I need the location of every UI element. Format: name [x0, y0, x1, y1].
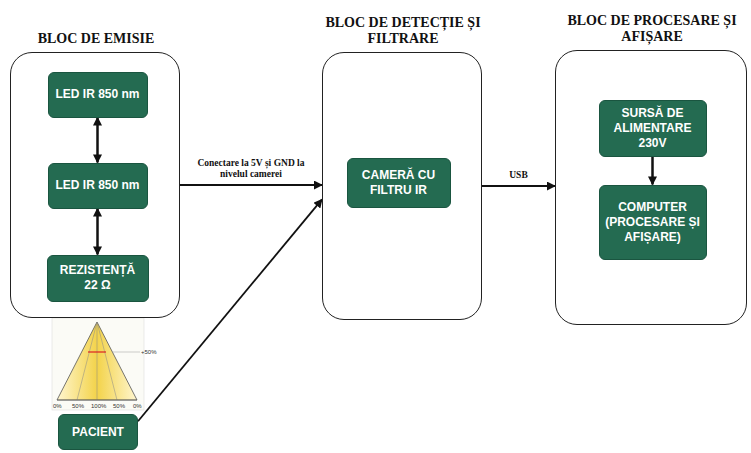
box-label: REZISTENȚĂ 22 Ω	[53, 263, 143, 293]
connector-arrow	[138, 199, 322, 421]
beam-line	[77, 322, 97, 400]
box-label: LED IR 850 nm	[55, 178, 139, 193]
block-heading: BLOC DE EMISIE	[26, 31, 166, 47]
axis-label: 50%	[72, 403, 84, 410]
patient-box: PACIENT	[58, 414, 138, 450]
angle-mark	[88, 351, 106, 352]
connector-arrow	[482, 185, 555, 187]
box-label: COMPUTER (PROCESARE ȘI AFIȘARE)	[605, 200, 701, 245]
camera-box: CAMERĂ CU FILTRU IR	[347, 158, 451, 208]
resistor-box: REZISTENȚĂ 22 Ω	[47, 255, 149, 302]
block-panel: BLOC DE EMISIELED IR 850 nmLED IR 850 nm…	[10, 52, 180, 318]
beam-axis	[97, 322, 98, 400]
computer-box: COMPUTER (PROCESARE ȘI AFIȘARE)	[599, 185, 707, 260]
led-box: LED IR 850 nm	[48, 72, 148, 118]
connector-label: USB	[499, 170, 539, 181]
illustration-frame	[52, 318, 144, 410]
box-label: PACIENT	[72, 425, 124, 440]
block-heading: BLOC DE DETECȚIE ȘI FILTRARE	[318, 15, 488, 47]
leader-line	[112, 352, 140, 353]
power-box: SURSĂ DE ALIMENTARE 230V	[599, 100, 707, 157]
connector-arrow	[651, 157, 654, 185]
axis-label: 0%	[133, 403, 142, 410]
led-box: LED IR 850 nm	[48, 163, 148, 209]
axis-label: 50%	[113, 403, 125, 410]
connector-arrow	[96, 209, 99, 255]
box-label: CAMERĂ CU FILTRU IR	[353, 168, 445, 198]
beam-line	[97, 322, 117, 400]
axis-label: 0%	[53, 403, 62, 410]
box-label: SURSĂ DE ALIMENTARE 230V	[605, 106, 701, 151]
box-label: LED IR 850 nm	[55, 87, 139, 102]
percent-label: +50%	[141, 349, 157, 356]
connector-label: Conectare la 5V și GND la nivelul camere…	[185, 158, 317, 180]
axis-label: 100%	[91, 403, 106, 410]
connector-arrow	[180, 184, 322, 186]
beam-cone	[57, 322, 137, 400]
block-heading: BLOC DE PROCESARE ȘI AFIȘARE	[554, 13, 750, 45]
block-panel: BLOC DE PROCESARE ȘI AFIȘARESURSĂ DE ALI…	[555, 50, 747, 325]
axis-line	[57, 400, 137, 401]
block-panel: BLOC DE DETECȚIE ȘI FILTRARECAMERĂ CU FI…	[322, 52, 482, 320]
connector-arrow	[96, 118, 99, 163]
